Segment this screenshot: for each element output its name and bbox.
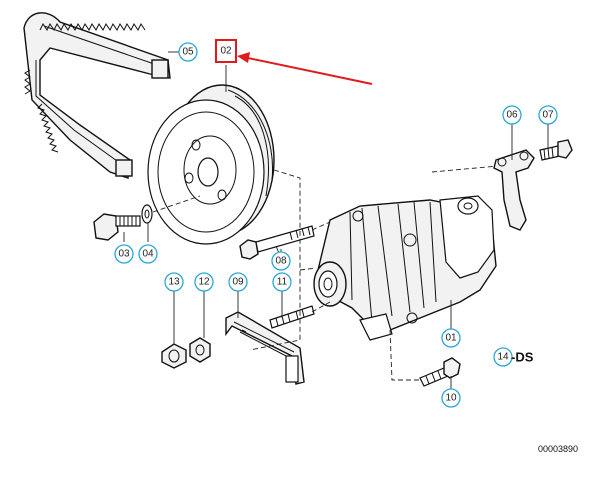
callout-05-label: 05 xyxy=(182,47,194,58)
callout-08[interactable]: 08 xyxy=(271,251,291,271)
callout-02-label: 02 xyxy=(220,46,232,57)
callout-14[interactable]: 14 -DS xyxy=(493,347,534,367)
callout-03[interactable]: 03 xyxy=(114,244,134,264)
support-bracket[interactable] xyxy=(493,149,535,231)
callout-09[interactable]: 09 xyxy=(228,272,248,292)
callout-12-label: 12 xyxy=(198,277,210,288)
long-mounting-bolt[interactable] xyxy=(239,225,315,260)
callout-12[interactable]: 12 xyxy=(194,272,214,292)
hex-nut[interactable] xyxy=(189,337,211,363)
adjusting-bracket[interactable] xyxy=(225,311,305,385)
callout-06-label: 06 xyxy=(506,110,518,121)
callout-04[interactable]: 04 xyxy=(138,244,158,264)
callout-13-label: 13 xyxy=(168,277,180,288)
pulley-bolt[interactable] xyxy=(93,213,141,241)
callout-08-label: 08 xyxy=(275,256,287,267)
pulley[interactable] xyxy=(147,84,275,245)
callout-14-suffix: -DS xyxy=(511,350,534,365)
callout-04-label: 04 xyxy=(142,249,154,260)
collar-nut[interactable] xyxy=(161,343,187,369)
callout-02[interactable]: 02 xyxy=(220,46,232,57)
callout-10-label: 10 xyxy=(445,393,457,404)
highlight-arrow xyxy=(237,52,373,85)
stud-bolt[interactable] xyxy=(269,305,315,329)
pulley-washer[interactable] xyxy=(141,204,153,224)
callout-09-label: 09 xyxy=(232,277,244,288)
callout-10[interactable]: 10 xyxy=(441,388,461,408)
callout-14-label: 14 xyxy=(497,352,509,363)
callout-07[interactable]: 07 xyxy=(538,105,558,125)
callout-13[interactable]: 13 xyxy=(164,272,184,292)
callout-01[interactable]: 01 xyxy=(441,328,461,348)
bracket-bolt[interactable] xyxy=(539,139,573,161)
callout-03-label: 03 xyxy=(118,249,130,260)
callout-01-label: 01 xyxy=(445,333,457,344)
diagram-reference-number: 00003890 xyxy=(538,444,578,454)
lower-mounting-bolt[interactable] xyxy=(419,357,461,387)
callout-11[interactable]: 11 xyxy=(272,272,292,292)
drive-belt[interactable] xyxy=(23,12,171,179)
callout-07-label: 07 xyxy=(542,110,554,121)
power-steering-pump[interactable] xyxy=(313,195,497,341)
callout-06[interactable]: 06 xyxy=(502,105,522,125)
callout-05[interactable]: 05 xyxy=(178,42,198,62)
highlight-box xyxy=(215,39,237,63)
callout-11-label: 11 xyxy=(277,277,288,288)
